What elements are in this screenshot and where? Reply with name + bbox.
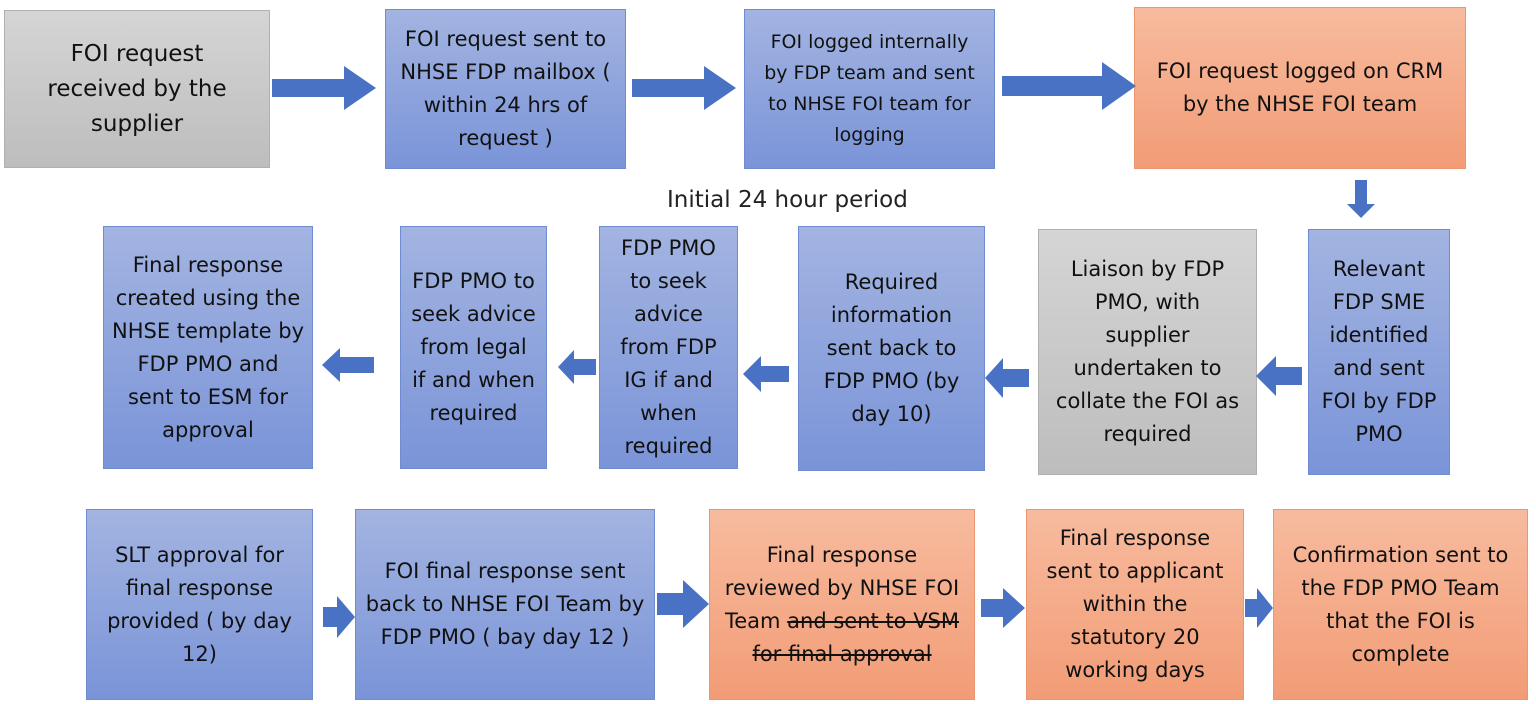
- step-text: FOI request sent to NHSE FDP mailbox ( w…: [400, 27, 611, 150]
- arrow-left-icon: [1256, 356, 1302, 396]
- step-logged-internally: FOI logged internally by FDP team and se…: [744, 9, 995, 169]
- step-text-struck: and sent to VSM for final approval: [752, 608, 960, 666]
- step-text: FOI request received by the supplier: [47, 40, 227, 137]
- arrow-left-icon: [558, 350, 596, 384]
- arrow-right-icon: [1245, 588, 1273, 628]
- step-info-sent-back: Required information sent back to FDP PM…: [798, 226, 985, 471]
- step-liaison-with-supplier: Liaison by FDP PMO, with supplier undert…: [1038, 229, 1257, 475]
- period-caption: Initial 24 hour period: [667, 187, 908, 213]
- step-final-response-created: Final response created using the NHSE te…: [103, 226, 313, 469]
- step-slt-approval: SLT approval for final response provided…: [86, 509, 313, 700]
- step-text: FDP PMO to seek advice from legal if and…: [411, 269, 536, 425]
- step-confirmation-sent: Confirmation sent to the FDP PMO Team th…: [1273, 509, 1528, 700]
- step-text: FOI request logged on CRM by the NHSE FO…: [1156, 59, 1444, 116]
- step-text: Final response reviewed by NHSE FOI Team…: [724, 539, 960, 671]
- step-seek-legal-advice: FDP PMO to seek advice from legal if and…: [400, 226, 547, 469]
- step-text: Final response created using the NHSE te…: [112, 252, 305, 442]
- step-text: Confirmation sent to the FDP PMO Team th…: [1292, 542, 1509, 666]
- step-final-response-sent-back: FOI final response sent back to NHSE FOI…: [355, 509, 655, 700]
- step-sent-to-mailbox: FOI request sent to NHSE FDP mailbox ( w…: [385, 9, 626, 169]
- arrow-right-icon: [272, 66, 376, 110]
- arrow-right-icon: [981, 588, 1025, 628]
- step-text: SLT approval for final response provided…: [107, 542, 292, 666]
- arrow-right-icon: [657, 580, 709, 628]
- step-text: FDP PMO to seek advice from FDP IG if an…: [620, 236, 717, 458]
- step-text: Liaison by FDP PMO, with supplier undert…: [1055, 257, 1240, 446]
- step-request-received: FOI request received by the supplier: [4, 10, 270, 168]
- step-sent-to-applicant: Final response sent to applicant within …: [1026, 509, 1244, 700]
- arrow-right-icon: [323, 596, 355, 638]
- step-text: Final response sent to applicant within …: [1046, 526, 1224, 682]
- step-seek-ig-advice: FDP PMO to seek advice from FDP IG if an…: [599, 226, 738, 469]
- step-text: Required information sent back to FDP PM…: [823, 270, 960, 426]
- arrow-right-icon: [632, 66, 736, 110]
- step-response-reviewed: Final response reviewed by NHSE FOI Team…: [709, 509, 975, 700]
- arrow-right-icon: [1002, 62, 1136, 110]
- arrow-left-icon: [985, 358, 1029, 398]
- arrow-left-icon: [743, 356, 789, 392]
- arrow-left-icon: [322, 348, 374, 382]
- arrow-down-icon: [1347, 180, 1375, 218]
- step-logged-on-crm: FOI request logged on CRM by the NHSE FO…: [1134, 7, 1466, 169]
- step-sme-identified: Relevant FDP SME identified and sent FOI…: [1308, 229, 1450, 475]
- step-text-main: Final response reviewed by NHSE FOI Team: [724, 542, 960, 633]
- step-text: FOI logged internally by FDP team and se…: [764, 31, 975, 146]
- step-text: FOI final response sent back to NHSE FOI…: [365, 559, 645, 649]
- step-text: Relevant FDP SME identified and sent FOI…: [1321, 257, 1437, 446]
